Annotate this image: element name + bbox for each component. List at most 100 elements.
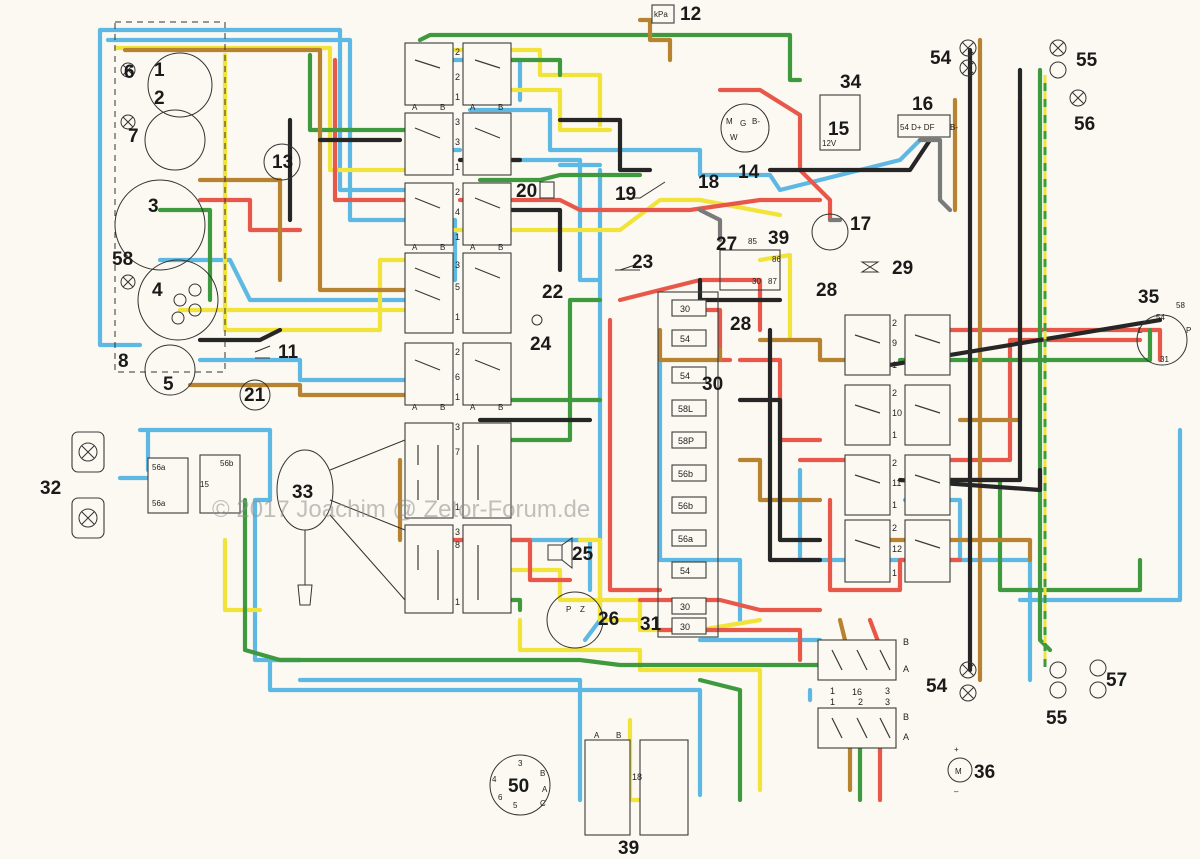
svg-text:B: B <box>903 637 909 647</box>
battery-15 <box>819 94 861 151</box>
svg-text:3: 3 <box>455 260 460 270</box>
label-14: 14 <box>738 162 760 183</box>
label-7: 7 <box>128 126 139 147</box>
sw50-4: 4 <box>492 775 497 784</box>
sw50-a: A <box>542 785 548 794</box>
label-20: 20 <box>516 181 537 202</box>
gen-w: W <box>730 133 738 142</box>
label-8: 8 <box>118 351 129 372</box>
label-54b: 54 <box>926 676 948 697</box>
svg-text:B: B <box>903 712 909 722</box>
svg-text:B: B <box>440 103 445 112</box>
lamp35-p: P <box>1186 326 1191 335</box>
svg-text:2: 2 <box>455 72 460 82</box>
fuse-30c-label: 30 <box>680 622 690 632</box>
svg-text:3: 3 <box>885 697 890 707</box>
label-28b: 28 <box>730 314 751 335</box>
sw50-b: B <box>540 769 545 778</box>
terminal-labels: kPa 12V 54 D+ DF B- 85 86 87 30 56a 56b … <box>152 10 1191 810</box>
svg-text:1: 1 <box>892 430 897 440</box>
relay-87-label: 87 <box>768 277 777 286</box>
svg-text:2: 2 <box>455 187 460 197</box>
lamp-35 <box>1136 314 1188 366</box>
svg-text:1: 1 <box>455 312 460 322</box>
label-18: 18 <box>698 172 719 193</box>
svg-text:5: 5 <box>455 282 460 292</box>
label-55a: 55 <box>1076 50 1098 71</box>
component-labels: 1 2 3 4 5 6 7 8 11 12 13 14 15 16 16 17 … <box>40 4 1160 859</box>
label-39a: 39 <box>768 228 789 249</box>
svg-text:B: B <box>498 243 503 252</box>
motor-36 <box>947 757 973 783</box>
svg-text:11: 11 <box>892 478 901 488</box>
svg-text:A: A <box>412 243 418 252</box>
generator-14 <box>720 103 770 153</box>
label-6: 6 <box>124 62 135 83</box>
lamp35-l: L <box>1138 326 1143 335</box>
label-1: 1 <box>154 60 165 81</box>
switch-33 <box>276 439 406 606</box>
label-17: 17 <box>850 214 871 235</box>
fuse-56b-a-label: 56b <box>678 469 693 479</box>
sw50-5: 5 <box>513 801 518 810</box>
svg-text:2: 2 <box>892 523 897 533</box>
fuse-58l-label: 58L <box>678 404 693 414</box>
svg-text:2: 2 <box>892 388 897 398</box>
motor36-plus: + <box>954 745 959 754</box>
label-4: 4 <box>152 280 163 301</box>
sw26-p: P <box>566 605 571 614</box>
svg-text:2: 2 <box>892 318 897 328</box>
label-32: 32 <box>40 478 61 499</box>
svg-text:1: 1 <box>892 360 897 370</box>
sender-20 <box>539 181 555 199</box>
svg-text:1: 1 <box>455 597 460 607</box>
svg-text:A: A <box>412 103 418 112</box>
switch-26 <box>546 591 604 649</box>
label-50: 50 <box>508 776 529 797</box>
svg-text:A: A <box>903 732 909 742</box>
label-5: 5 <box>163 374 174 395</box>
regulator-terminals: 54 D+ DF <box>900 123 935 132</box>
sender-12 <box>651 4 675 24</box>
label-34: 34 <box>840 72 862 93</box>
label-55b: 55 <box>1046 708 1068 729</box>
label-24: 24 <box>530 334 552 355</box>
label-12: 12 <box>680 4 701 25</box>
regulator-16 <box>897 114 951 138</box>
switch-19 <box>618 181 666 199</box>
label-21: 21 <box>244 385 266 406</box>
sw32-15-label: 15 <box>200 480 209 489</box>
svg-text:8: 8 <box>455 540 460 550</box>
svg-text:B: B <box>440 403 445 412</box>
svg-text:2: 2 <box>858 697 863 707</box>
svg-text:2: 2 <box>455 47 460 57</box>
headlamps-32 <box>71 431 241 539</box>
sw32-56a-label: 56a <box>152 463 166 472</box>
svg-text:7: 7 <box>455 447 460 457</box>
sw32-56a2-label: 56a <box>152 499 166 508</box>
lamp35-58: 58 <box>1176 301 1185 310</box>
svg-text:B: B <box>440 243 445 252</box>
motor-17 <box>811 213 849 251</box>
label-18b: 18 <box>632 772 642 782</box>
label-2: 2 <box>154 88 165 109</box>
label-23: 23 <box>632 252 653 273</box>
svg-text:1: 1 <box>455 232 460 242</box>
svg-text:B: B <box>498 103 503 112</box>
label-35: 35 <box>1138 287 1160 308</box>
switch-50 <box>489 754 551 816</box>
label-28a: 28 <box>816 280 837 301</box>
gen-b: B- <box>752 117 760 126</box>
gen-m: M <box>726 117 733 126</box>
svg-text:3: 3 <box>455 527 460 537</box>
label-33: 33 <box>292 482 313 503</box>
label-27: 27 <box>716 234 737 255</box>
label-58: 58 <box>112 249 133 270</box>
watermark: © 2017 Joachim @ Zetor-Forum.de <box>212 496 590 523</box>
instrument-cluster <box>114 21 226 396</box>
fuse-54c-label: 54 <box>680 566 690 576</box>
svg-text:1: 1 <box>455 392 460 402</box>
label-31: 31 <box>640 614 662 635</box>
